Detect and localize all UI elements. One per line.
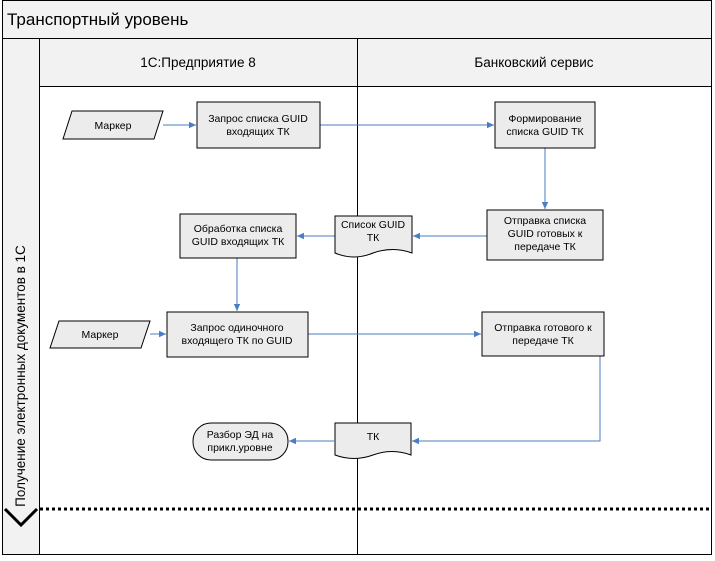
lane-header-1c — [39, 38, 358, 87]
marker-input-1: Маркер — [62, 110, 164, 140]
parse-ed-line2: прикл.уровне — [207, 442, 272, 454]
marker-input-2: Маркер — [49, 320, 151, 349]
title-band — [2, 0, 712, 39]
form-guid-list-box: Формирование списка GUID ТК — [494, 101, 596, 149]
form-guid-list-line1: Формирование — [508, 113, 581, 125]
guid-list-document: Список GUID ТК — [334, 215, 413, 258]
tk-document-label: ТК — [367, 431, 380, 443]
guid-list-doc-line1: Список GUID — [341, 219, 406, 231]
send-guid-list-box: Отправка списка GUID готовых к передаче … — [486, 209, 604, 261]
process-guid-list-box: Обработка списка GUID входящих ТК — [179, 213, 297, 259]
form-guid-list-line2: списка GUID ТК — [506, 126, 584, 138]
lane-label-1c: 1С:Предприятие 8 — [140, 55, 255, 70]
process-guid-list-line2: GUID входящих ТК — [192, 236, 285, 248]
diagram-title: Транспортный уровень — [7, 10, 188, 29]
send-guid-list-line3: передаче ТК — [514, 241, 576, 253]
arrow-send-ready-to-tk-doc — [412, 356, 601, 445]
marker-input-1-label: Маркер — [95, 120, 132, 132]
marker-input-2-label: Маркер — [82, 329, 119, 341]
chevron-down-icon — [3, 507, 39, 528]
tk-document: ТК — [334, 422, 412, 459]
vertical-lane-header — [2, 38, 40, 555]
request-single-tk-box: Запрос одиночного входящего ТК по GUID — [166, 311, 309, 358]
request-single-line2: входящего ТК по GUID — [182, 335, 293, 347]
send-ready-line2: передаче ТК — [512, 335, 574, 347]
lane-label-bank: Банковский сервис — [474, 55, 593, 70]
send-guid-list-line1: Отправка списка — [504, 215, 586, 227]
request-guid-list-line1: Запрос списка GUID — [208, 113, 308, 125]
parse-ed-terminator: Разбор ЭД на прикл.уровне — [192, 422, 289, 461]
request-guid-list-line2: входящих ТК — [226, 126, 290, 138]
guid-list-doc-line2: ТК — [367, 232, 380, 244]
send-ready-tk-box: Отправка готового к передаче ТК — [481, 311, 605, 357]
vertical-lane-label: Получение электронных документов в 1С — [13, 245, 28, 507]
send-guid-list-line2: GUID готовых к — [508, 228, 583, 240]
request-guid-list-box: Запрос списка GUID входящих ТК — [196, 101, 321, 149]
send-ready-line1: Отправка готового к — [494, 322, 592, 334]
parse-ed-line1: Разбор ЭД на — [207, 429, 274, 441]
request-single-line1: Запрос одиночного — [190, 322, 283, 334]
process-guid-list-line1: Обработка списка — [194, 223, 283, 235]
lane-header-bank — [357, 38, 712, 87]
